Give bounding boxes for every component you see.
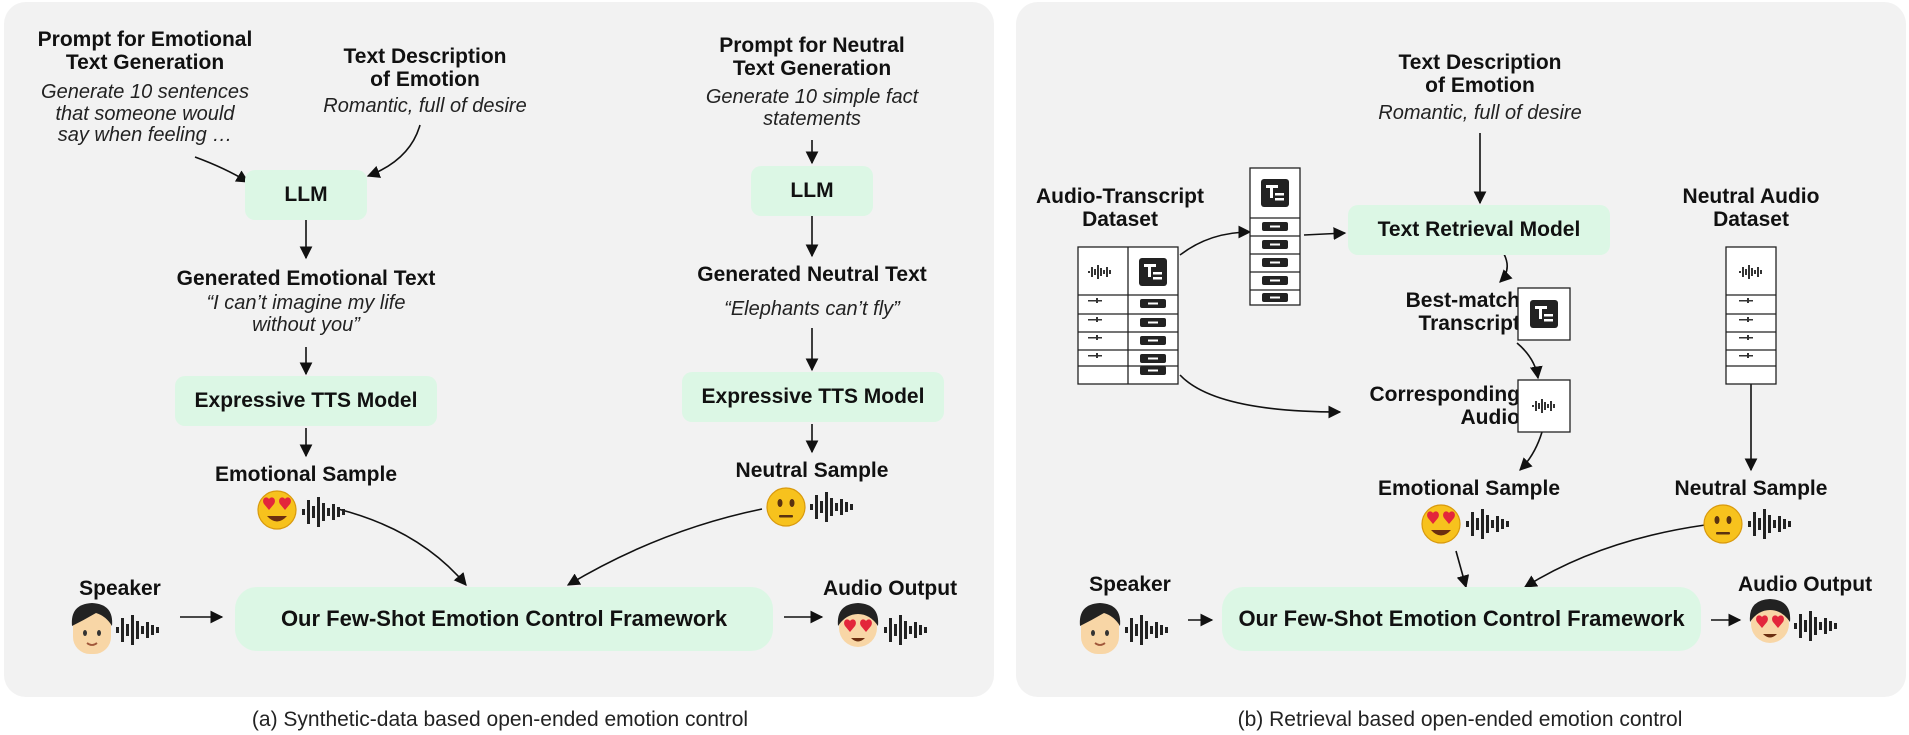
waveform-icon-speaker-b <box>1125 615 1168 645</box>
text-description-text-b: Romantic, full of desire <box>1378 102 1582 124</box>
transcript-doc-icon <box>1517 287 1571 341</box>
waveform-icon-speaker-a <box>116 615 159 645</box>
speaker-avatar-a <box>70 602 114 655</box>
waveform-icon-output-b <box>1794 611 1837 641</box>
waveform-icon-output-a <box>884 615 927 645</box>
neutral-sample-label-a: Neutral Sample <box>735 459 889 482</box>
arrow-emotional-to-framework-b <box>1455 550 1470 589</box>
arrow-dataset-to-transcripts <box>1179 225 1252 256</box>
text-description-title-b: Text Description of Emotion <box>1398 51 1562 97</box>
waveform-icon-emotional-b <box>1466 509 1509 539</box>
prompt-neutral-text: Generate 10 simple fact statements <box>705 86 919 130</box>
arrow-audio-to-emotional <box>1519 431 1543 471</box>
arrow-bestmatch-to-audio <box>1516 342 1543 380</box>
caption-a: (a) Synthetic-data based open-ended emot… <box>251 708 749 731</box>
speaker-avatar-b <box>1078 602 1122 655</box>
prompt-emotional-text: Generate 10 sentences that someone would… <box>41 81 249 147</box>
generated-emotional-title: Generated Emotional Text <box>176 267 436 290</box>
heart-eyes-emoji-b <box>1421 504 1461 544</box>
panel-a <box>4 2 994 697</box>
neutral-audio-dataset-label: Neutral Audio Dataset <box>1682 185 1820 231</box>
waveform-icon-emotional-a <box>302 497 345 527</box>
generated-neutral-title: Generated Neutral Text <box>697 263 927 286</box>
speaker-label-a: Speaker <box>79 577 161 600</box>
emotional-sample-label-a: Emotional Sample <box>214 463 398 486</box>
arrow-desc-to-llm <box>366 124 421 178</box>
generated-emotional-text: “I can’t imagine my life without you” <box>206 292 406 336</box>
caption-b: (b) Retrieval based open-ended emotion c… <box>1237 708 1683 731</box>
emotional-sample-label-b: Emotional Sample <box>1377 477 1561 500</box>
arrow-emotional-to-framework <box>337 508 467 586</box>
arrow-transcripts-to-retrieval <box>1303 227 1347 240</box>
framework-box-a: Our Few-Shot Emotion Control Framework <box>235 587 773 651</box>
neutral-face-emoji-a <box>766 487 806 527</box>
llm-box-right: LLM <box>751 166 873 216</box>
arrow-neutral-to-framework <box>566 508 763 586</box>
arrow-neutral-to-framework-b <box>1523 524 1706 588</box>
tts-box-right: Expressive TTS Model <box>682 372 944 422</box>
prompt-neutral-title: Prompt for Neutral Text Generation <box>719 34 905 80</box>
heart-eyes-emoji-a <box>257 490 297 530</box>
corresponding-audio-label: Corresponding Audio <box>1369 383 1521 429</box>
audio-clip-icon <box>1517 379 1571 433</box>
arrow-retrieval-to-bestmatch <box>1499 253 1513 283</box>
output-face-emoji-a <box>837 603 879 647</box>
speaker-label-b: Speaker <box>1089 573 1171 596</box>
neutral-face-emoji-b <box>1703 504 1743 544</box>
neutral-audio-dataset-icon <box>1725 246 1777 385</box>
waveform-icon-neutral-b <box>1748 509 1791 539</box>
output-face-emoji-b <box>1749 599 1791 643</box>
text-description-text-a: Romantic, full of desire <box>323 95 527 117</box>
arrow-prompt-to-llm <box>194 156 250 183</box>
audio-output-label-a: Audio Output <box>822 577 958 600</box>
generated-neutral-text: “Elephants can’t fly” <box>724 298 900 320</box>
prompt-emotional-title: Prompt for Emotional Text Generation <box>37 28 253 74</box>
llm-box-left: LLM <box>245 170 367 220</box>
waveform-icon-neutral-a <box>810 492 853 522</box>
audio-transcript-dataset-label: Audio-Transcript Dataset <box>1035 185 1204 231</box>
framework-box-b: Our Few-Shot Emotion Control Framework <box>1222 587 1701 651</box>
arrow-dataset-to-corresponding <box>1179 374 1342 419</box>
best-match-transcript-label: Best-match Transcript <box>1405 289 1520 335</box>
text-description-title-a: Text Description of Emotion <box>343 45 507 91</box>
audio-output-label-b: Audio Output <box>1737 573 1873 596</box>
neutral-sample-label-b: Neutral Sample <box>1674 477 1828 500</box>
text-retrieval-model-box: Text Retrieval Model <box>1348 205 1610 255</box>
tts-box-left: Expressive TTS Model <box>175 376 437 426</box>
